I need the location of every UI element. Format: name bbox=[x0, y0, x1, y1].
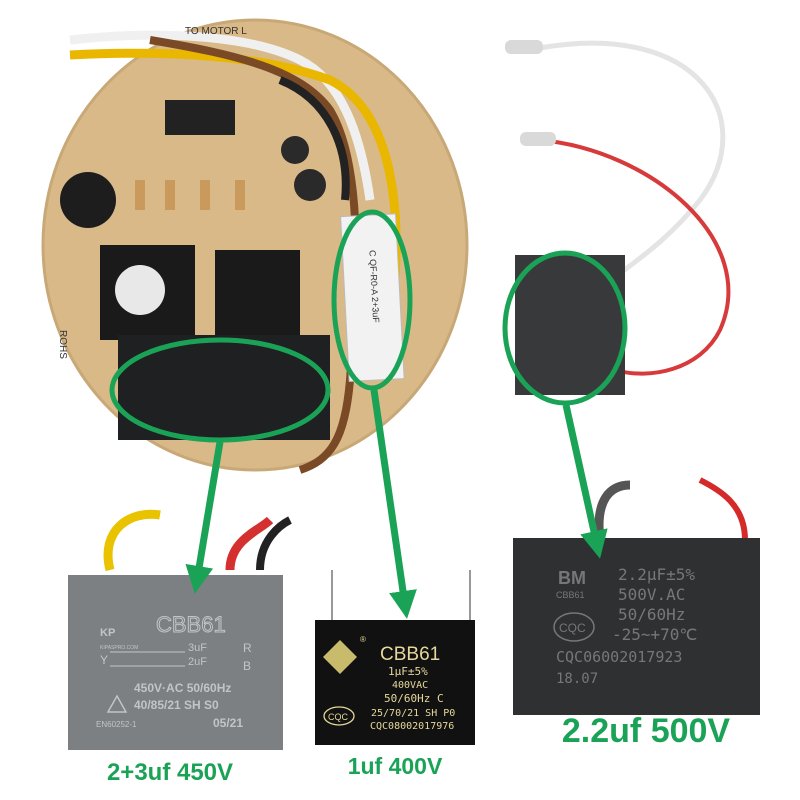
capacitor-2-2uf-with-leads bbox=[505, 40, 731, 395]
brown-wire bbox=[149, 36, 360, 474]
frequency-text: 50/60Hz C bbox=[384, 692, 444, 705]
rating-text: 450V·AC 50/60Hz bbox=[134, 681, 231, 695]
date-text: 18.07 bbox=[556, 671, 598, 687]
arrow-to-black-capacitor bbox=[370, 389, 417, 619]
brand-text: KIPASPRO.COM bbox=[100, 645, 138, 651]
cert-number-text: CQC06002017923 bbox=[556, 648, 682, 666]
white-lead bbox=[539, 40, 726, 292]
ic-chip bbox=[165, 100, 235, 135]
electrolytic-capacitor bbox=[294, 169, 326, 201]
standard-text: EN60252-1 bbox=[96, 720, 137, 729]
class-text: 25/70/21 SH P0 bbox=[371, 708, 455, 719]
svg-text:CQC: CQC bbox=[328, 712, 349, 722]
highlight-ellipse-onboard-block bbox=[109, 337, 331, 443]
cqc-logo bbox=[323, 706, 355, 726]
kp-logo: KP bbox=[100, 627, 115, 639]
relay-label-sticker bbox=[115, 265, 165, 315]
manufacturer-logo-icon bbox=[323, 640, 357, 674]
pin-r-text: R bbox=[243, 641, 252, 655]
buzzer bbox=[60, 172, 116, 228]
registered-mark: ® bbox=[360, 635, 366, 644]
pin-y-text: Y bbox=[100, 653, 108, 667]
class-text: 40/85/21 SH S0 bbox=[134, 698, 219, 712]
temperature-text: -25~+70℃ bbox=[612, 625, 697, 644]
red-lead bbox=[539, 138, 731, 376]
rohs-label: ROHS bbox=[57, 330, 68, 359]
date-text: 05/21 bbox=[213, 716, 243, 730]
resistors bbox=[135, 180, 245, 210]
capacitor-dark-2-2uf: BM CBB61 2.2μF±5% 500V.AC 50/60Hz -25~+7… bbox=[513, 477, 760, 715]
lead-terminal bbox=[520, 132, 556, 146]
arrow-to-gray-capacitor bbox=[185, 441, 224, 594]
caption-1uf-400v: 1uf 400V bbox=[348, 753, 443, 779]
bm-logo: BM bbox=[558, 568, 586, 588]
pin-b-text: B bbox=[243, 659, 251, 673]
capacitor-black-1uf: ® CBB61 1μF±5% 400VAC 50/60Hz C 25/70/21… bbox=[315, 570, 475, 745]
capacitance-text: 2.2μF±5% bbox=[618, 565, 695, 584]
warning-triangle-icon bbox=[106, 694, 128, 713]
voltage-text: 400VAC bbox=[392, 680, 428, 691]
capacitor-body bbox=[68, 575, 283, 750]
highlight-ellipse-onboard-white bbox=[331, 209, 413, 391]
white-wire bbox=[69, 30, 375, 201]
svg-text:C QF-R0-A 2+3uF: C QF-R0-A 2+3uF bbox=[367, 250, 381, 324]
model-text: CBB61 bbox=[380, 644, 440, 665]
pcb-silkscreen-label: TO MOTOR L bbox=[185, 26, 247, 37]
arrow-to-dark-capacitor bbox=[562, 404, 608, 559]
frequency-text: 50/60Hz bbox=[618, 605, 685, 624]
cert-number-text: CQC08002017976 bbox=[370, 721, 454, 732]
relay bbox=[215, 250, 300, 335]
black-wire bbox=[278, 76, 350, 201]
cap-b-text: 2uF bbox=[188, 656, 207, 668]
capacitor-body bbox=[515, 255, 625, 395]
model-text: CBB61 bbox=[556, 590, 585, 600]
onboard-1uf-capacitor: C QF-R0-A 2+3uF bbox=[340, 213, 405, 382]
voltage-text: 500V.AC bbox=[618, 585, 685, 604]
lead-terminal bbox=[505, 40, 543, 54]
capacitance-text: 1μF±5% bbox=[388, 665, 428, 678]
cqc-logo bbox=[553, 612, 595, 642]
svg-text:CQC: CQC bbox=[559, 621, 586, 635]
capacitor-body bbox=[315, 620, 475, 745]
capacitor-gray-2plus3uf: KP KIPASPRO.COM CBB61 3uF R 2uF B Y 450V… bbox=[68, 509, 292, 750]
caption-2-2uf-500v: 2.2uf 500V bbox=[562, 712, 731, 750]
yellow-wire bbox=[69, 48, 401, 281]
cap-r-text: 3uF bbox=[188, 642, 207, 654]
highlight-ellipse-2-2uf bbox=[502, 250, 628, 406]
model-text: CBB61 bbox=[156, 612, 226, 637]
caption-2plus3uf-450v: 2+3uf 450V bbox=[107, 759, 233, 786]
electrolytic-capacitor bbox=[281, 136, 309, 164]
fan-control-pcb: TO MOTOR L ROHS C QF-R0-A 2+3uF bbox=[41, 18, 469, 474]
